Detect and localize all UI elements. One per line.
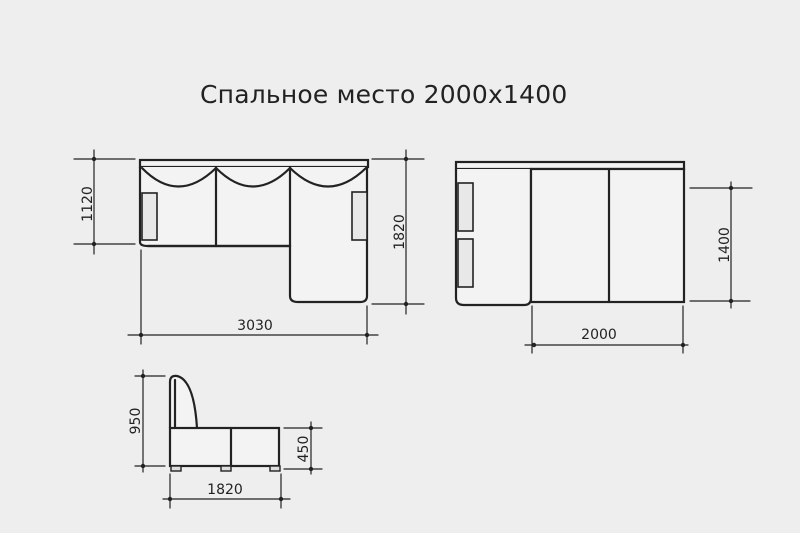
dim-label-450: 450: [296, 436, 312, 463]
unfolded-view-dimensions: [524, 181, 753, 354]
dim-label-2000: 2000: [581, 327, 617, 343]
dim-label-1400: 1400: [717, 227, 733, 263]
side-view-sofa: [168, 374, 281, 472]
top-view-sofa: [138, 158, 370, 304]
side-view-dimensions: [134, 369, 323, 509]
diagram-title: Спальное место 2000x1400: [200, 80, 568, 109]
dim-label-3030: 3030: [237, 318, 273, 334]
dim-label-1820-side: 1820: [207, 482, 243, 498]
dim-label-1820-top: 1820: [392, 214, 408, 250]
top-view-dimensions: [73, 149, 425, 345]
dim-label-950: 950: [128, 408, 144, 435]
unfolded-view-sofa: [454, 160, 686, 307]
dim-label-1120: 1120: [80, 186, 96, 222]
